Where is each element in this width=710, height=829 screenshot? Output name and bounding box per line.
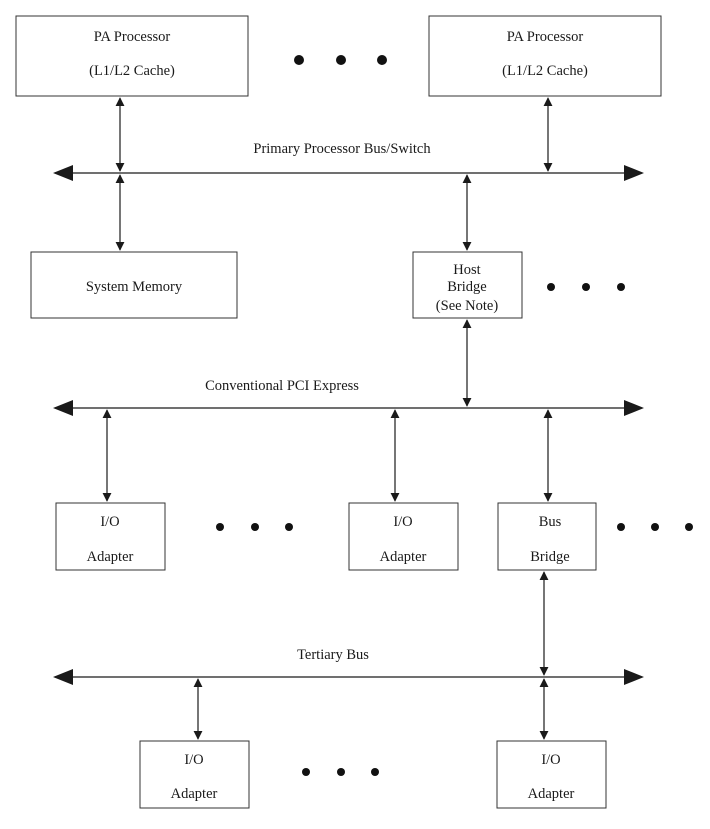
io-adapter-box-2: I/O Adapter (348, 502, 459, 571)
host-bridge-label-1: Host (453, 262, 480, 278)
ellipsis-io-adapters-tertiary (302, 768, 379, 776)
ellipsis-processors (294, 55, 387, 65)
io-label: I/O (541, 752, 560, 768)
pci-express-bus: Conventional PCI Express (53, 378, 644, 416)
host-bridge-label-2: Bridge (447, 279, 486, 295)
ellipsis-bus-bridges (617, 523, 693, 531)
host-bridge-label-3: (See Note) (436, 298, 499, 314)
cache-label: (L1/L2 Cache) (502, 63, 588, 79)
adapter-label: Adapter (87, 549, 134, 565)
io-adapter-box-4: I/O Adapter (496, 740, 607, 809)
tertiary-bus: Tertiary Bus (53, 647, 644, 685)
adapter-label: Adapter (380, 549, 427, 565)
adapter-label: Adapter (528, 786, 575, 802)
io-adapter-box-1: I/O Adapter (55, 502, 166, 571)
system-memory-box: System Memory (30, 251, 238, 319)
system-memory-label: System Memory (86, 279, 183, 295)
pa-processor-label: PA Processor (94, 29, 171, 45)
io-adapter-box-3: I/O Adapter (139, 740, 250, 809)
pa-processor-box-1: PA Processor (L1/L2 Cache) (15, 15, 249, 97)
primary-processor-bus: Primary Processor Bus/Switch (53, 141, 644, 181)
primary-bus-label: Primary Processor Bus/Switch (253, 141, 431, 157)
cache-label: (L1/L2 Cache) (89, 63, 175, 79)
bus-bridge-box: Bus Bridge (497, 502, 597, 571)
pci-bus-label: Conventional PCI Express (205, 378, 359, 394)
host-bridge-box: Host Bridge (See Note) (412, 251, 523, 319)
bus-bridge-label-1: Bus (539, 514, 562, 530)
io-label: I/O (393, 514, 412, 530)
tertiary-bus-label: Tertiary Bus (297, 647, 369, 663)
pa-processor-box-2: PA Processor (L1/L2 Cache) (428, 15, 662, 97)
adapter-label: Adapter (171, 786, 218, 802)
bus-bridge-label-2: Bridge (530, 549, 569, 565)
ellipsis-host-bridges (547, 283, 625, 291)
io-label: I/O (100, 514, 119, 530)
ellipsis-io-adapters-pci (216, 523, 293, 531)
pa-processor-label: PA Processor (507, 29, 584, 45)
io-label: I/O (184, 752, 203, 768)
connectors (102, 97, 553, 740)
